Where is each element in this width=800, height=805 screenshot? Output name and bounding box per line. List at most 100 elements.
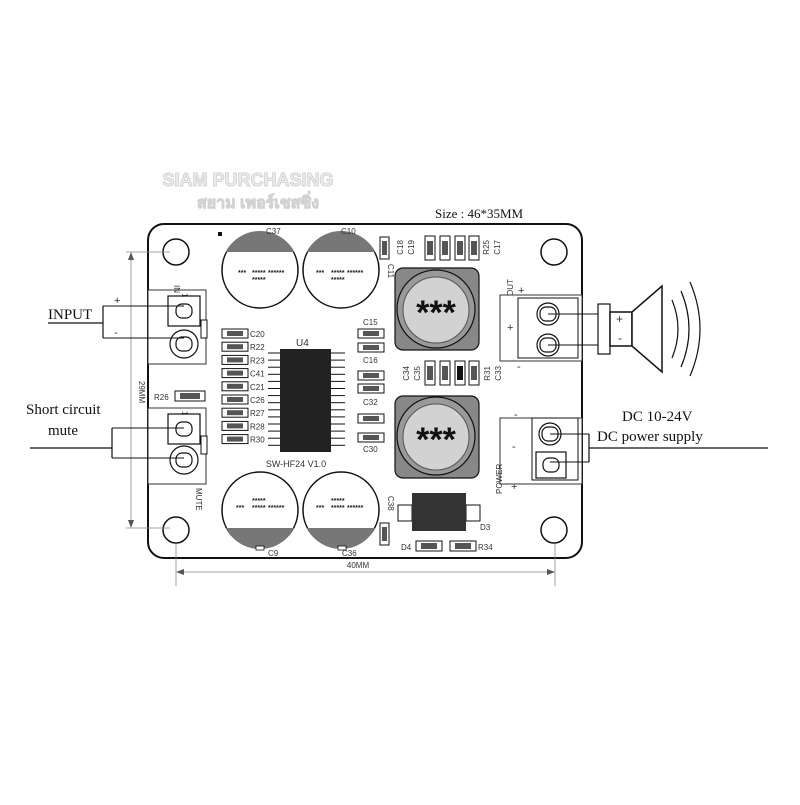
svg-text:*****: ***** — [252, 277, 266, 284]
mute-callout: Short circuit mute — [26, 402, 184, 459]
svg-text:-: - — [618, 331, 622, 345]
power-terminal: POWER - - + — [495, 409, 583, 494]
mute-callout-line2: mute — [48, 423, 78, 439]
svg-text:R31: R31 — [483, 365, 492, 380]
power-label: POWER — [495, 464, 504, 494]
capacitor-c37: *** ***** ***** ****** C37 — [218, 227, 299, 309]
ic-label: U4 — [296, 338, 309, 349]
input-callout-label: INPUT — [48, 307, 92, 323]
capacitor-c9: *** ***** ***** ****** C9 — [221, 471, 299, 558]
capacitor-c30: C30 — [357, 432, 385, 454]
c37-label: C37 — [266, 227, 281, 236]
svg-text:-: - — [517, 361, 521, 373]
output-terminal: OUT + + - — [499, 279, 583, 373]
svg-text:+: + — [518, 285, 524, 297]
height-label: 29MM — [137, 381, 146, 404]
svg-text:*****: ***** — [331, 270, 345, 277]
svg-text:******: ****** — [347, 505, 364, 512]
svg-text:C15: C15 — [363, 318, 378, 327]
dc-callout-line1: DC 10-24V — [622, 409, 693, 425]
watermark: SIAM PURCHASING สยาม เพอร์เชสซิ่ง — [162, 170, 334, 213]
r34-label: R34 — [478, 543, 493, 552]
component-r23: R23 — [221, 354, 265, 365]
component-c20: C20 — [221, 328, 265, 339]
inductor-bottom-text: *** — [416, 421, 456, 459]
component-label: R30 — [250, 436, 265, 445]
capacitor-c10: *** ***** ***** ****** C10 — [302, 227, 380, 309]
watermark-line2: สยาม เพอร์เชสซิ่ง — [197, 191, 319, 212]
inductor-top-text: *** — [416, 294, 456, 332]
svg-text:C19: C19 — [407, 239, 416, 254]
c9-label: C9 — [268, 549, 279, 558]
component-c41: C41 — [221, 368, 265, 379]
component-label: R28 — [250, 422, 265, 431]
diode-d3: D3 — [397, 493, 491, 532]
capacitor-c11: C11 — [379, 236, 395, 279]
mid-right-components: C34 C35 R31 C33 — [402, 360, 503, 386]
component-label: C26 — [250, 396, 265, 405]
svg-text:*****: ***** — [331, 498, 345, 505]
height-dimension: 29MM — [126, 251, 170, 529]
component-r27: R27 — [221, 407, 265, 418]
capacitor-c32: C32 — [357, 398, 385, 424]
inductor-bottom: *** — [394, 395, 480, 479]
input-callout: INPUT + - — [48, 295, 184, 339]
mounting-hole — [540, 238, 568, 266]
svg-text:***: *** — [236, 505, 244, 512]
watermark-line1: SIAM PURCHASING — [162, 170, 333, 190]
svg-text:*****: ***** — [252, 270, 266, 277]
component-label: R23 — [250, 356, 265, 365]
svg-text:*****: ***** — [252, 498, 266, 505]
svg-text:R25: R25 — [482, 239, 491, 254]
capacitor-c38: C38 — [379, 496, 395, 546]
capacitor-c15: C15 — [357, 318, 385, 339]
speaker-icon: + - — [548, 281, 701, 377]
component-r22: R22 — [221, 341, 265, 352]
input-connector: IN 1 — [147, 285, 208, 365]
resistor-r26: R26 — [154, 390, 206, 402]
svg-text:***: *** — [316, 505, 324, 512]
mute-connector: 1 MUTE — [147, 407, 208, 511]
mute-label: MUTE — [194, 488, 203, 511]
c36-label: C36 — [342, 549, 357, 558]
svg-text:C35: C35 — [413, 365, 422, 380]
svg-text:+: + — [507, 322, 513, 334]
svg-text:-: - — [512, 441, 516, 453]
input-plus: + — [114, 295, 120, 307]
size-label: Size : 46*35MM — [435, 206, 524, 221]
svg-text:*****: ***** — [331, 277, 345, 284]
mounting-hole — [540, 516, 568, 544]
svg-text:-: - — [514, 409, 518, 421]
component-label: R22 — [250, 343, 265, 352]
svg-text:+: + — [616, 312, 623, 326]
d3-label: D3 — [480, 523, 491, 532]
svg-text:C33: C33 — [494, 365, 503, 380]
inductor-top: *** — [394, 267, 480, 351]
component-r30: R30 — [221, 434, 265, 445]
dc-callout: DC 10-24V DC power supply — [550, 409, 768, 463]
component-label: R27 — [250, 409, 265, 418]
capacitor-c36: *** ***** ***** ****** C36 — [302, 471, 380, 558]
mounting-holes — [162, 238, 568, 544]
c10-label: C10 — [341, 227, 356, 236]
width-dimension: 40MM — [175, 544, 556, 586]
svg-text:+: + — [511, 481, 517, 493]
svg-text:C30: C30 — [363, 445, 378, 454]
c38-label: C38 — [386, 496, 395, 511]
svg-text:******: ****** — [268, 270, 285, 277]
mute-callout-line1: Short circuit — [26, 402, 101, 418]
svg-text:C34: C34 — [402, 365, 411, 380]
input-pin-one: 1 — [180, 293, 189, 298]
capacitor-c16: C16 — [357, 356, 385, 394]
input-in-label: IN — [172, 285, 181, 293]
width-label: 40MM — [347, 561, 370, 570]
component-label: C41 — [250, 370, 265, 379]
svg-text:C32: C32 — [363, 398, 378, 407]
svg-text:***: *** — [316, 270, 324, 277]
svg-text:*****: ***** — [331, 505, 345, 512]
mute-pin-one: 1 — [180, 411, 189, 416]
dc-callout-line2: DC power supply — [597, 429, 703, 445]
